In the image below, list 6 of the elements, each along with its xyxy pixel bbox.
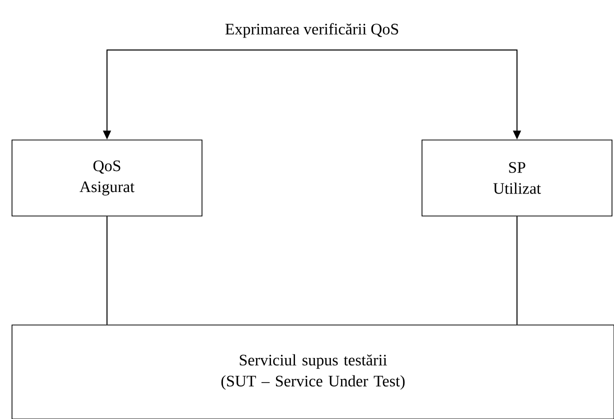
process-box: SP Utilizat (422, 140, 612, 216)
connector-line (106, 216, 108, 326)
process-box: Serviciul supus testării (SUT – Service Under Test) (12, 324, 614, 419)
process-box: QoS Asigurat (12, 140, 202, 216)
edge-label: Exprimarea verificării QoS (225, 23, 398, 38)
connector-line (516, 216, 518, 326)
